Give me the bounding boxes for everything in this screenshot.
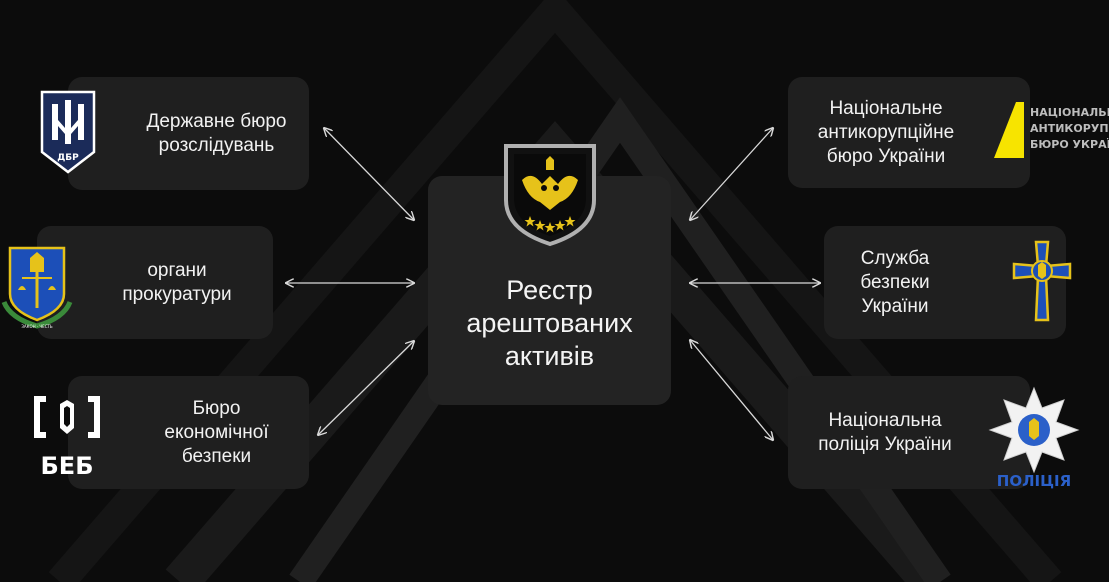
nabu-logo-icon: НАЦІОНАЛЬНЕ АНТИКОРУПЦІЙНЕ БЮРО УКРАЇНИ [994,102,1109,158]
center-node: Реєстр арештованих активів [428,144,671,405]
node-beb: Бюро економічної безпеки [68,376,309,489]
node-label-prosecutor: органи прокуратури [122,259,232,305]
node-label-dbr: Державне бюро розслідувань [146,110,287,156]
dbr-logo-text: ДБР [57,153,79,163]
prosecutor-logo-text: ЗАКОН · ЧЕСТЬ [21,324,53,329]
nabu-logo-text: НАЦІОНАЛЬНЕ АНТИКОРУПЦІЙНЕ БЮРО УКРАЇНИ [1030,106,1109,151]
node-label-nabu: Національне антикорупційне бюро України [817,97,955,167]
prosecutor-emblem-icon: ЗАКОН · ЧЕСТЬ [1,246,73,329]
owl-shield-icon [504,144,596,247]
sbu-cross-icon [1012,240,1072,322]
arrow-police [690,340,773,440]
center-title: Реєстр арештованих активів [466,275,633,371]
police-star-icon: ПОЛІЦІЯ [988,386,1080,490]
node-prosecutor: органи прокуратури [37,226,273,339]
arrow-nabu [690,128,773,220]
node-label-sbu: Служба безпеки України [860,247,930,317]
arrow-beb [318,341,414,435]
node-nabu: Національне антикорупційне бюро України [788,77,1030,188]
node-label-police: Національна поліція України [818,409,952,455]
police-logo-text: ПОЛІЦІЯ [997,472,1071,490]
arrow-dbr [324,128,414,220]
beb-logo-text: БЕБ [41,452,94,480]
node-sbu: Служба безпеки України [824,226,1066,339]
node-label-beb: Бюро економічної безпеки [164,397,269,467]
dbr-shield-icon: ДБР [40,90,96,174]
node-police: Національна поліція України [788,376,1030,489]
node-dbr: Державне бюро розслідувань [68,77,309,190]
beb-logo-icon: БЕБ [34,396,100,480]
